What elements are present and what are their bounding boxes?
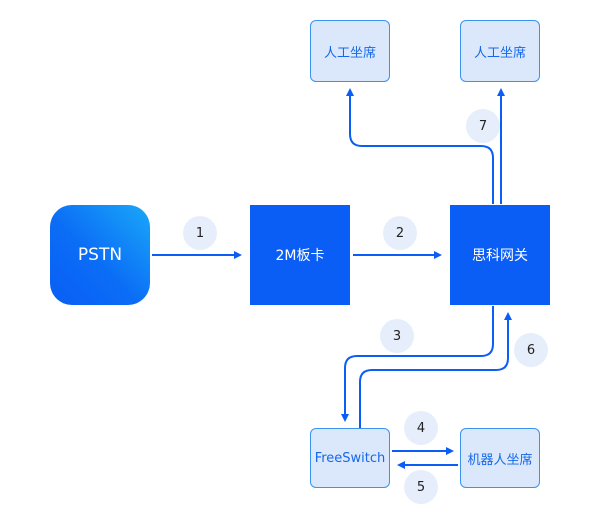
agent-left-label: 人工坐席 <box>323 45 376 61</box>
step-number: 5 <box>416 479 426 495</box>
step-badge-2: 2 <box>383 216 417 250</box>
step-badge-1: 1 <box>183 216 217 250</box>
step-number: 3 <box>392 328 402 344</box>
board-node: 2M板卡 <box>250 205 350 305</box>
step-number: 2 <box>395 225 405 241</box>
step-number: 6 <box>526 342 536 358</box>
gateway-label: 思科网关 <box>472 248 528 264</box>
step-number: 1 <box>195 225 205 241</box>
robot-node: 机器人坐席 <box>460 428 540 488</box>
agent-right-node: 人工坐席 <box>460 20 540 82</box>
robot-label: 机器人坐席 <box>467 452 533 468</box>
board-label: 2M板卡 <box>275 248 325 264</box>
step-badge-5: 5 <box>404 470 438 504</box>
step-number: 7 <box>478 118 488 134</box>
freeswitch-label: FreeSwitch <box>314 450 386 466</box>
gateway-node: 思科网关 <box>450 205 550 305</box>
step-number: 4 <box>416 420 426 436</box>
pstn-label: PSTN <box>77 245 123 265</box>
edge-3 <box>341 306 494 422</box>
step-badge-7: 7 <box>466 109 500 143</box>
agent-right-label: 人工坐席 <box>473 45 526 61</box>
agent-left-node: 人工坐席 <box>310 20 390 82</box>
step-badge-3: 3 <box>380 319 414 353</box>
freeswitch-node: FreeSwitch <box>310 428 390 488</box>
edge-7-left <box>346 88 494 204</box>
step-badge-4: 4 <box>404 411 438 445</box>
step-badge-6: 6 <box>514 333 548 367</box>
edge-6 <box>359 312 512 428</box>
pstn-node: PSTN <box>50 205 150 305</box>
